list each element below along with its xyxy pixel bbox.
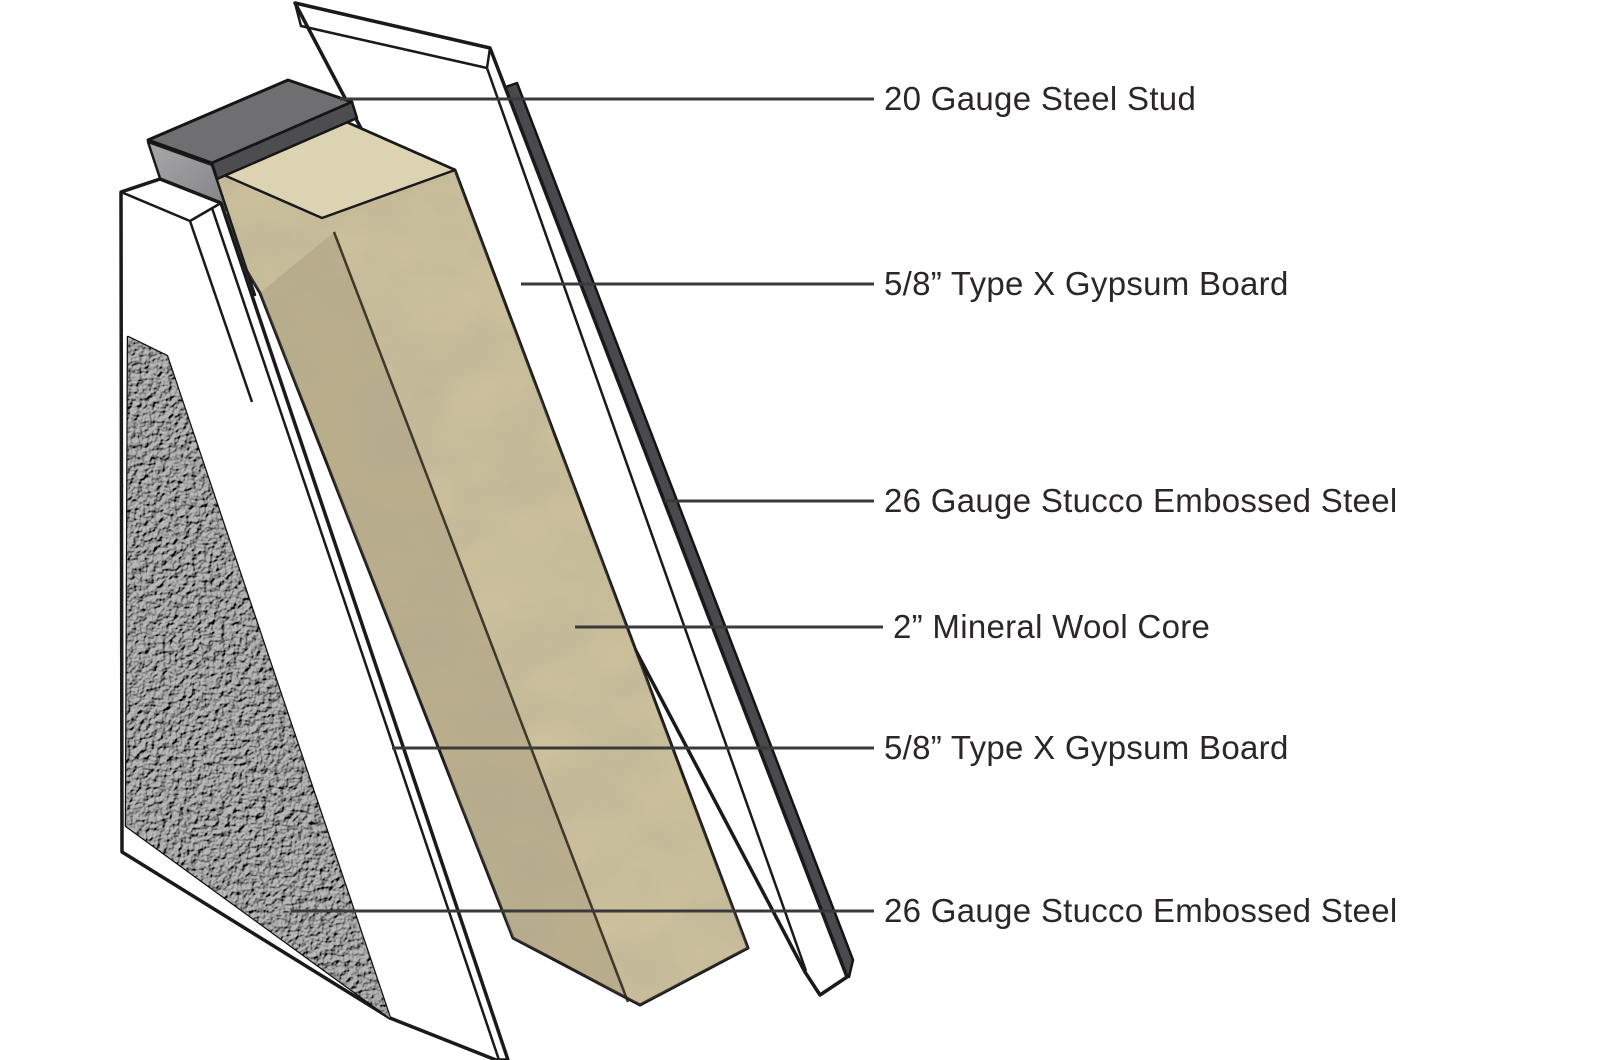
- mineral-wool-texture: [178, 106, 748, 1005]
- label-gypsum-bottom: 5/8” Type X Gypsum Board: [884, 729, 1289, 766]
- front-gypsum-edge-line: [210, 207, 501, 1060]
- back-gypsum-edge-lines: [293, 2, 808, 972]
- label-steel-stud: 20 Gauge Steel Stud: [884, 80, 1197, 117]
- label-mineral-wool: 2” Mineral Wool Core: [893, 608, 1211, 645]
- front-steel-texture: [126, 337, 390, 1018]
- label-steel-front: 26 Gauge Stucco Embossed Steel: [884, 892, 1398, 929]
- label-steel-back: 26 Gauge Stucco Embossed Steel: [884, 482, 1398, 519]
- steel-stud-front-lip: [210, 100, 359, 181]
- mineral-wool-fold-line: [332, 231, 630, 1003]
- leader-lines: [291, 97, 883, 913]
- label-gypsum-top: 5/8” Type X Gypsum Board: [884, 265, 1289, 302]
- front-gypsum-top-face-line: [120, 190, 254, 403]
